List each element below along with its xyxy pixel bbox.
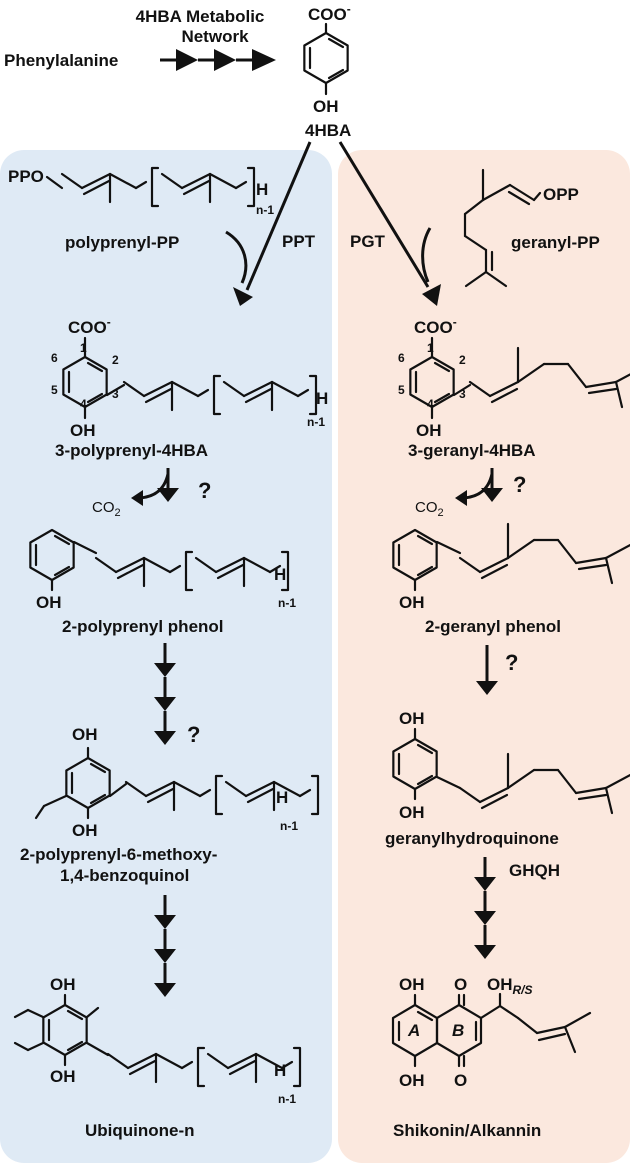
4hba-oh: OH bbox=[313, 97, 339, 116]
3-polyprenyl-4hba-coo: COO- bbox=[68, 315, 111, 337]
svg-text:6: 6 bbox=[51, 351, 58, 365]
right-ring-numbers: 1 2 3 4 5 6 bbox=[398, 341, 466, 411]
3-polyprenyl-4hba-label: 3-polyprenyl-4HBA bbox=[55, 441, 208, 460]
3-geranyl-4hba-label: 3-geranyl-4HBA bbox=[408, 441, 536, 460]
shikonin-structure bbox=[391, 992, 592, 1068]
geranylhydroquinone-oh-top: OH bbox=[399, 709, 425, 728]
3-polyprenyl-4hba-oh: OH bbox=[70, 421, 96, 440]
benzoquinol-oh-bottom: OH bbox=[72, 821, 98, 840]
svg-text:1: 1 bbox=[427, 341, 434, 355]
svg-text:5: 5 bbox=[398, 383, 405, 397]
geranyl-pp-structure bbox=[463, 168, 542, 288]
3-geranyl-4hba-structure bbox=[409, 336, 630, 420]
benzoquinol-h: H bbox=[276, 788, 288, 807]
4hba-structure bbox=[303, 22, 349, 96]
geranylhydroquinone-structure bbox=[392, 727, 630, 815]
svg-text:6: 6 bbox=[398, 351, 405, 365]
left-question-2: ? bbox=[187, 722, 200, 747]
ubiquinone-oh-top: OH bbox=[50, 975, 76, 994]
2-geranyl-phenol-oh: OH bbox=[399, 593, 425, 612]
benzoquinol-oh-top: OH bbox=[72, 725, 98, 744]
3-geranyl-4hba-coo: COO- bbox=[414, 315, 457, 337]
network-title-line2: Network bbox=[181, 27, 249, 46]
right-question-1: ? bbox=[513, 472, 526, 497]
right-panel bbox=[338, 150, 630, 1163]
benzoquinol-label-line1: 2-polyprenyl-6-methoxy- bbox=[20, 845, 217, 864]
ubiquinone-structure bbox=[13, 993, 300, 1086]
shikonin-oh-rs: OHR/S bbox=[487, 975, 533, 997]
ubiquinone-h: H bbox=[274, 1061, 286, 1080]
pgt-enzyme: PGT bbox=[350, 232, 386, 251]
ubiquinone-n: n-1 bbox=[278, 1092, 296, 1106]
svg-text:4: 4 bbox=[80, 397, 87, 411]
2-polyprenyl-phenol-label: 2-polyprenyl phenol bbox=[62, 617, 224, 636]
2-polyprenyl-phenol-n: n-1 bbox=[278, 596, 296, 610]
ghqh-enzyme: GHQH bbox=[509, 861, 560, 880]
benzoquinol-label-line2: 1,4-benzoquinol bbox=[60, 866, 189, 885]
2-geranyl-phenol-structure bbox=[392, 522, 630, 592]
right-decarboxylation-arrow bbox=[455, 466, 505, 506]
ppt-enzyme: PPT bbox=[282, 232, 316, 251]
svg-text:4: 4 bbox=[427, 397, 434, 411]
svg-text:1: 1 bbox=[80, 341, 87, 355]
polyprenyl-pp-structure bbox=[45, 168, 254, 206]
shikonin-o-top: O bbox=[454, 975, 467, 994]
polyprenyl-pp-h: H bbox=[256, 180, 268, 199]
svg-text:2: 2 bbox=[112, 353, 119, 367]
network-title-line1: 4HBA Metabolic bbox=[136, 7, 265, 26]
enzyme-arrows bbox=[225, 141, 441, 306]
3-polyprenyl-4hba-h: H bbox=[316, 389, 328, 408]
svg-text:2: 2 bbox=[459, 353, 466, 367]
4hba-coo: COO- bbox=[308, 2, 351, 24]
4hba-label: 4HBA bbox=[305, 121, 351, 140]
benzoquinol-n: n-1 bbox=[280, 819, 298, 833]
benzoquinol-structure bbox=[34, 746, 318, 820]
geranyl-pp-label: geranyl-PP bbox=[511, 233, 600, 252]
shikonin-label: Shikonin/Alkannin bbox=[393, 1121, 541, 1140]
shikonin-oh-bottom: OH bbox=[399, 1071, 425, 1090]
2-polyprenyl-phenol-h: H bbox=[274, 565, 286, 584]
shikonin-oh-top: OH bbox=[399, 975, 425, 994]
3-polyprenyl-4hba-n: n-1 bbox=[307, 415, 325, 429]
opp-group: OPP bbox=[543, 185, 579, 204]
ring-a-label: A bbox=[407, 1021, 420, 1040]
polyprenyl-pp-label: polyprenyl-PP bbox=[65, 233, 179, 252]
left-ring-numbers: 1 2 3 4 5 6 bbox=[51, 341, 119, 411]
shikonin-o-bottom: O bbox=[454, 1071, 467, 1090]
svg-text:3: 3 bbox=[112, 387, 119, 401]
3-polyprenyl-4hba-structure bbox=[62, 336, 316, 420]
polyprenyl-pp-n: n-1 bbox=[256, 203, 274, 217]
3-geranyl-4hba-oh: OH bbox=[416, 421, 442, 440]
2-polyprenyl-phenol-oh: OH bbox=[36, 593, 62, 612]
svg-text:5: 5 bbox=[51, 383, 58, 397]
geranylhydroquinone-label: geranylhydroquinone bbox=[385, 829, 559, 848]
left-question-1: ? bbox=[198, 478, 211, 503]
ppo-group: PPO bbox=[8, 167, 44, 186]
network-arrows bbox=[160, 49, 276, 71]
ubiquinone-oh-bottom: OH bbox=[50, 1067, 76, 1086]
phenylalanine-label: Phenylalanine bbox=[4, 51, 118, 70]
left-decarboxylation-arrow bbox=[131, 466, 181, 506]
svg-text:3: 3 bbox=[459, 387, 466, 401]
geranylhydroquinone-oh-bottom: OH bbox=[399, 803, 425, 822]
left-co2: CO2 bbox=[92, 499, 121, 519]
2-geranyl-phenol-label: 2-geranyl phenol bbox=[425, 617, 561, 636]
ubiquinone-label: Ubiquinone-n bbox=[85, 1121, 195, 1140]
2-polyprenyl-phenol-structure bbox=[29, 528, 288, 592]
right-arrow-2 bbox=[476, 645, 498, 695]
right-co2: CO2 bbox=[415, 499, 444, 519]
right-question-2: ? bbox=[505, 650, 518, 675]
ring-b-label: B bbox=[452, 1021, 464, 1040]
